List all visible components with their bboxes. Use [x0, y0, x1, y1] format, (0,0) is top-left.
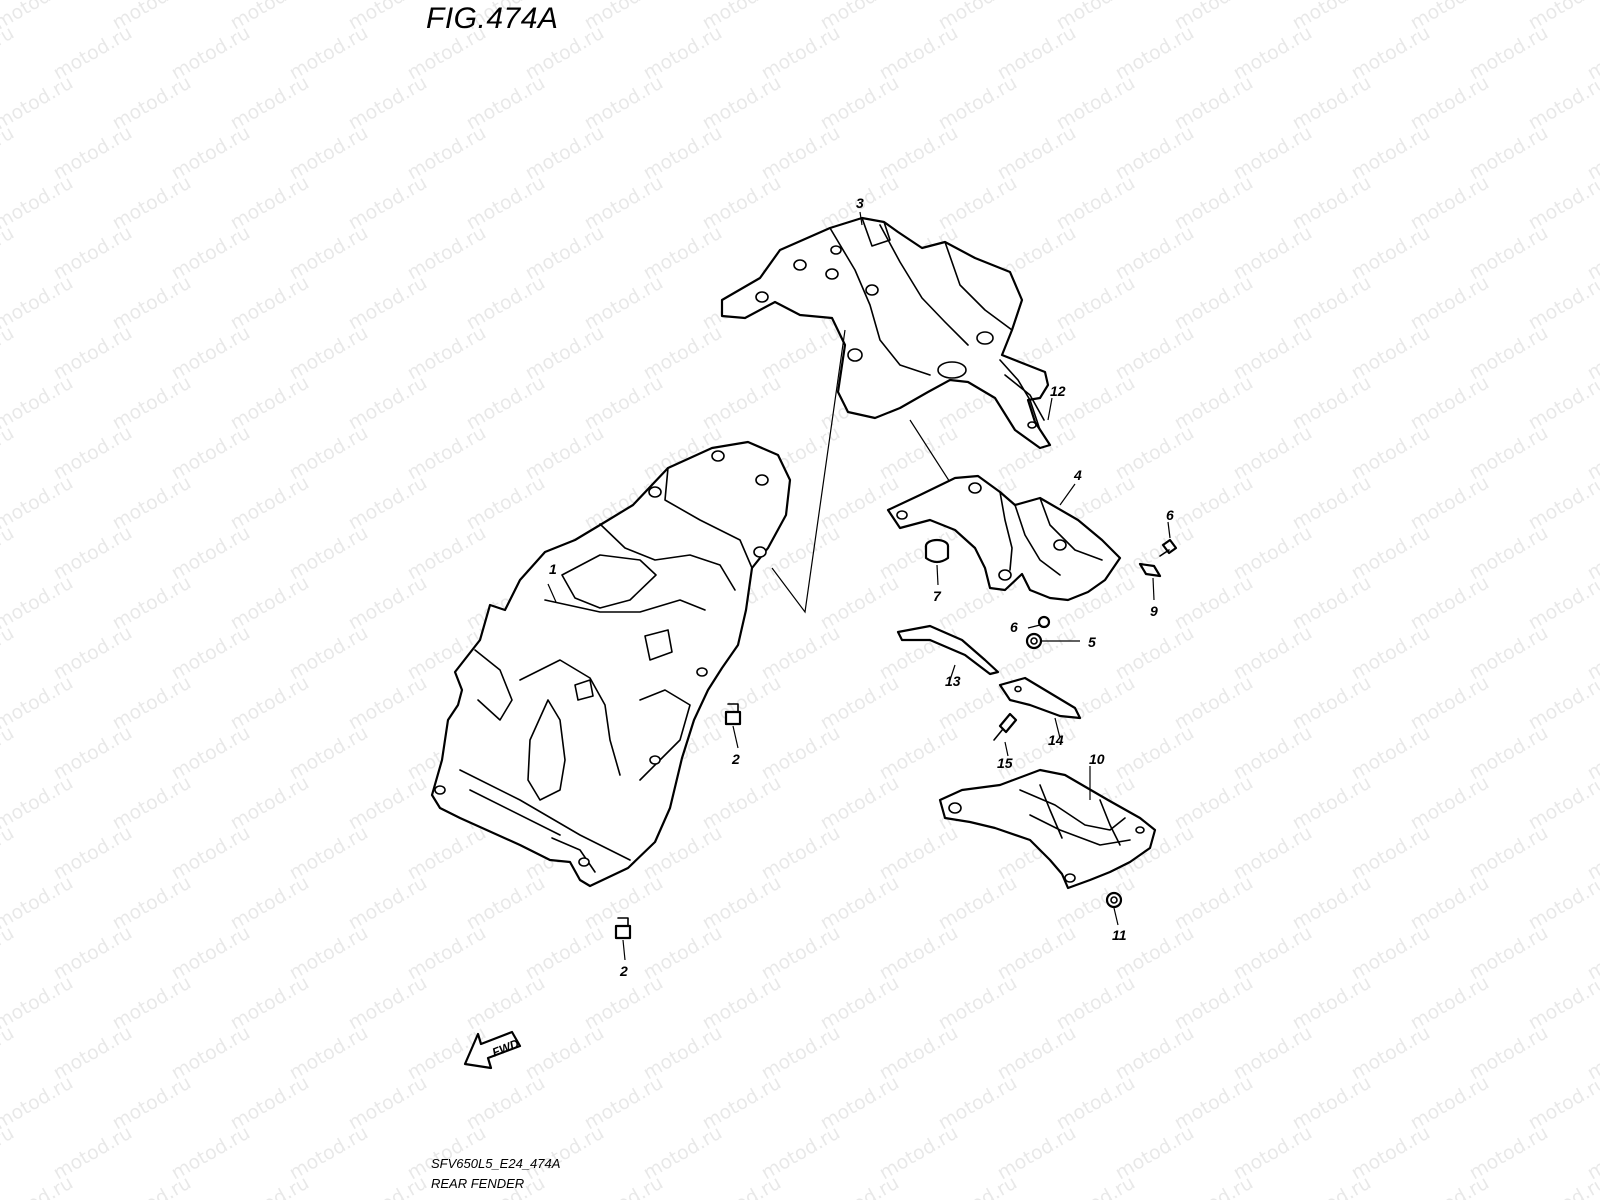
callout-1: 1: [549, 561, 557, 577]
part-7-cushion: [924, 538, 950, 564]
callout-5: 5: [1088, 634, 1096, 650]
callout-4: 4: [1073, 467, 1082, 483]
callout-3: 3: [856, 195, 864, 211]
callout-9: 9: [1150, 603, 1158, 619]
callout-6-upper: 6: [1166, 507, 1174, 523]
callout-6-lower: 6: [1010, 619, 1018, 635]
fastener-9-clip: [1138, 562, 1162, 578]
part-10-bracket: [938, 768, 1157, 890]
callout-12: 12: [1050, 383, 1066, 399]
fastener-15-screw: [993, 712, 1018, 741]
fastener-2-lower: [614, 917, 632, 940]
callout-2-lower: 2: [619, 963, 628, 979]
fastener-11-bolt: [1105, 891, 1123, 909]
figure-name: REAR FENDER: [431, 1176, 525, 1191]
fastener-2-upper: [724, 703, 742, 726]
figure-title: FIG.474A: [426, 2, 559, 35]
callout-15: 15: [997, 755, 1013, 771]
fastener-6-screw-upper: [1159, 538, 1178, 557]
fastener-5-bolt: [1025, 632, 1043, 650]
callout-14: 14: [1048, 732, 1064, 748]
figure-code: SFV650L5_E24_474A: [431, 1156, 561, 1171]
part-4-bracket: [886, 474, 1122, 602]
part-13-rubber: [896, 624, 1000, 676]
fastener-6-nut-lower: [1037, 615, 1051, 629]
fwd-direction-arrow: FWD: [463, 1030, 522, 1070]
callout-10: 10: [1089, 751, 1105, 767]
callout-13: 13: [945, 673, 961, 689]
part-1-rear-fender: [430, 440, 792, 888]
callout-2-upper: 2: [731, 751, 740, 767]
leader-lines: [547, 211, 1171, 961]
callout-7: 7: [933, 588, 942, 604]
callout-labels: 1 2 2 3 4 5 6 6 7 9 10 11 12 13 14 15: [549, 195, 1174, 979]
callout-11: 11: [1112, 927, 1127, 943]
part-3-upper-rear-fender: [720, 216, 1052, 450]
part-14-cover: [998, 676, 1082, 720]
